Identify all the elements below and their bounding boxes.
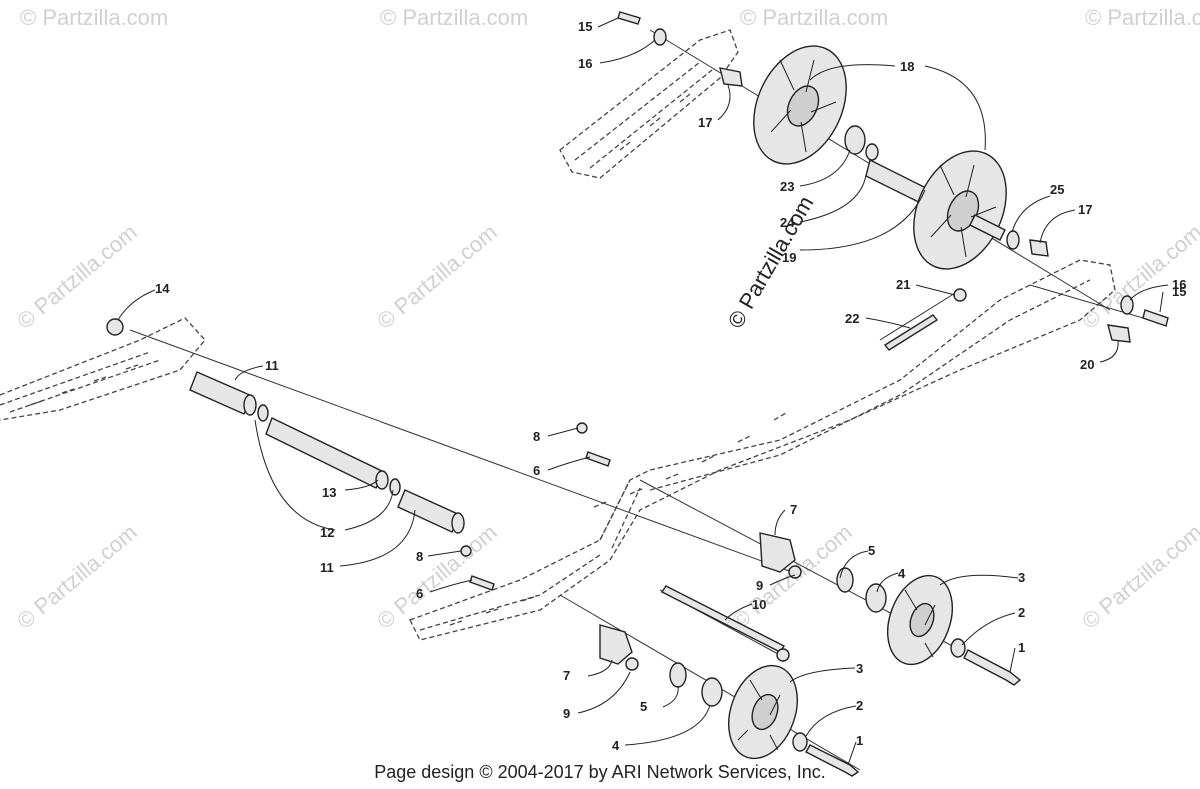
- callout-16: 16: [578, 56, 592, 71]
- callout-16: 16: [1172, 277, 1186, 292]
- watermark: © Partzilla.com: [740, 5, 888, 30]
- callouts: 15 16 17 18 23 24 19 25 17 16 15 20 21 2…: [155, 19, 1186, 753]
- callout-4: 4: [612, 738, 620, 753]
- main-rail: [409, 259, 1116, 641]
- nut-14: [106, 318, 124, 336]
- callout-1: 1: [856, 733, 863, 748]
- callout-17: 17: [698, 115, 712, 130]
- callout-2: 2: [856, 698, 863, 713]
- callout-3: 3: [1018, 570, 1025, 585]
- cross-shafts: [189, 371, 465, 534]
- callout-1: 1: [1018, 640, 1025, 655]
- idler-assembly: [753, 45, 1020, 351]
- callout-24: 24: [780, 215, 795, 230]
- callout-8: 8: [533, 429, 540, 444]
- left-rail: [0, 317, 206, 421]
- watermark-layer: © Partzilla.com © Partzilla.com © Partzi…: [12, 5, 1200, 634]
- callout-23: 23: [780, 179, 794, 194]
- watermark: © Partzilla.com: [12, 219, 142, 333]
- callout-6: 6: [533, 463, 540, 478]
- callout-10: 10: [752, 597, 766, 612]
- callout-11: 11: [320, 560, 334, 575]
- callout-25: 25: [1050, 182, 1064, 197]
- callout-18: 18: [900, 59, 914, 74]
- callout-15: 15: [1172, 284, 1186, 299]
- watermark: © Partzilla.com: [380, 5, 528, 30]
- callout-15: 15: [578, 19, 592, 34]
- callout-5: 5: [640, 699, 647, 714]
- watermark: © Partzilla.com: [1085, 5, 1200, 30]
- callout-17: 17: [1078, 202, 1092, 217]
- callout-12: 12: [320, 525, 334, 540]
- callout-20: 20: [1080, 357, 1094, 372]
- watermark: © Partzilla.com: [372, 519, 502, 633]
- watermark: © Partzilla.com: [20, 5, 168, 30]
- callout-6: 6: [416, 586, 423, 601]
- middle-wheel-set: [759, 532, 1022, 686]
- bolt-10: [660, 585, 790, 662]
- axis-lines: [129, 29, 1151, 771]
- callout-22: 22: [845, 311, 859, 326]
- callout-7: 7: [790, 502, 797, 517]
- fasteners: [106, 11, 1169, 591]
- callout-4: 4: [898, 566, 906, 581]
- callout-5: 5: [868, 543, 875, 558]
- callout-14: 14: [155, 281, 170, 296]
- lower-wheel-set: [599, 624, 860, 777]
- callout-13: 13: [322, 485, 336, 500]
- callout-9: 9: [756, 578, 763, 593]
- callout-9: 9: [563, 706, 570, 721]
- watermark: © Partzilla.com: [372, 219, 502, 333]
- watermark: © Partzilla.com: [1077, 519, 1200, 633]
- callout-19: 19: [782, 250, 796, 265]
- callout-3: 3: [856, 661, 863, 676]
- upper-rail: [559, 29, 739, 179]
- watermark-prominent: © Partzilla.com: [723, 192, 819, 333]
- leader-lines: [117, 17, 1169, 766]
- callout-8: 8: [416, 549, 423, 564]
- callout-7: 7: [563, 668, 570, 683]
- footer-credit: Page design © 2004-2017 by ARI Network S…: [374, 762, 826, 782]
- callout-2: 2: [1018, 605, 1025, 620]
- callout-21: 21: [896, 277, 910, 292]
- callout-11: 11: [265, 358, 279, 373]
- watermark: © Partzilla.com: [12, 519, 142, 633]
